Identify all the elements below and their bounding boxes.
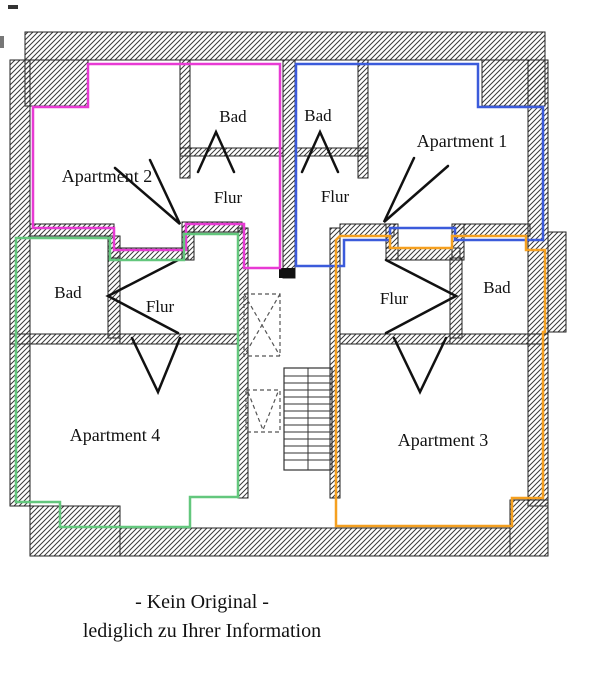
wall-segment [451,223,531,237]
room-label-flur-mid-right: Flur [380,289,409,308]
wall-segment [179,147,284,157]
room-label-bad-top-right: Bad [304,106,332,125]
door-swing-mark [382,156,450,223]
wall-segment [179,147,191,179]
wall-segment [29,223,115,237]
wall-segment [509,499,549,557]
apartment-3-outline [334,234,547,528]
wall-segment [179,59,191,157]
wall-segment [24,31,546,61]
wall-segment [357,147,369,179]
room-label-bad-mid-left: Bad [54,283,82,302]
wall-segment [181,221,243,233]
room-label-apartment-2: Apartment 2 [62,166,152,186]
door-swing-mark [384,258,459,335]
door-swing-mark [105,258,180,335]
apartment-2-outline [31,62,282,270]
door-threshold-mark [279,268,295,278]
wall-segment [547,231,567,333]
wall-segment [24,59,89,107]
wall-segment [357,59,369,157]
shaft-markings [243,293,281,433]
door-swing-mark [196,128,236,174]
wall-segment [449,333,549,345]
vent-dashed-box [245,389,281,433]
door-swing-mark [130,336,182,396]
apartment-4-outline [14,232,240,529]
room-label-apartment-4: Apartment 4 [70,425,160,445]
wall-segment [119,527,511,557]
room-label-apartment-1: Apartment 1 [417,131,507,151]
room-label-flur-mid-left: Flur [146,297,175,316]
door-swing-mark [300,128,340,174]
wall-segment [29,505,121,557]
vent-v-mark [247,391,279,432]
wall-segment [282,59,296,279]
staircase [283,367,333,471]
disclaimer-line-1: - Kein Original - [135,591,269,613]
scan-artifacts [0,5,18,48]
scan-speck [0,36,4,48]
door-swing-mark [113,158,182,225]
apartment-1-outline [294,62,545,268]
door-marks [105,128,459,396]
room-label-apartment-3: Apartment 3 [398,430,488,450]
apartment-outlines [14,62,547,529]
chimney-cross-line [243,293,281,357]
disclaimer-line-2: lediglich zu Ihrer Information [83,620,321,642]
wall-segment [385,247,461,261]
room-labels: Apartment 2 Bad Bad Apartment 1 Flur Flu… [54,106,511,450]
room-label-flur-top-left: Flur [214,188,243,207]
wall-segment [9,59,31,507]
room-label-flur-top-right: Flur [321,187,350,206]
scan-speck [8,5,18,9]
chimney-dashed-box [243,293,281,357]
room-label-bad-top-left: Bad [219,107,247,126]
wall-segment [9,333,121,345]
room-label-bad-mid-right: Bad [483,278,511,297]
door-swing-mark [392,336,448,395]
disclaimer: - Kein Original - lediglich zu Ihrer Inf… [83,591,321,642]
